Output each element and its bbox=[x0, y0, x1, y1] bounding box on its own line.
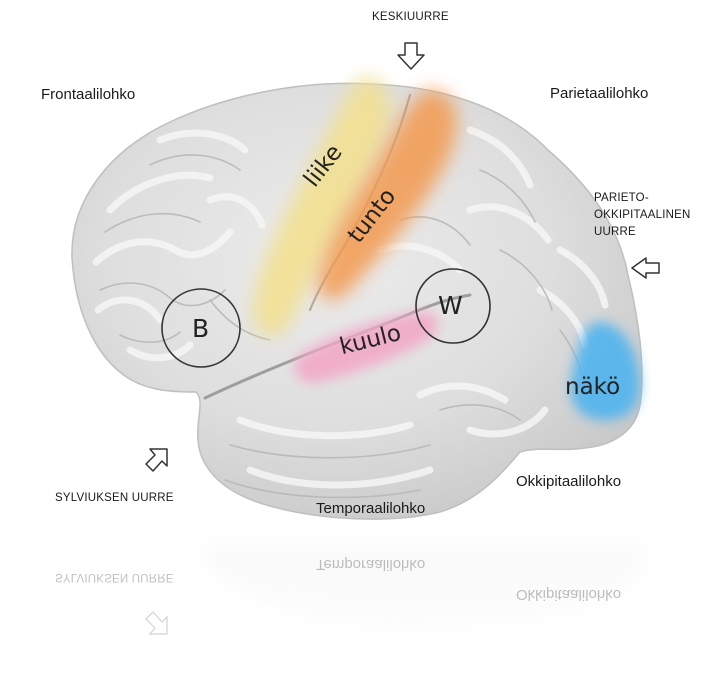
central-sulcus-label: KESKIUURRE bbox=[372, 11, 449, 23]
sylvian-fissure-label: SYLVIUKSEN UURRE bbox=[55, 492, 174, 504]
wernicke-area-label: W bbox=[438, 291, 463, 320]
arrow-left-icon bbox=[632, 258, 659, 278]
arrow-down-icon bbox=[398, 43, 424, 69]
arrow-up-right-icon bbox=[146, 449, 167, 471]
sylvian-fissure-label-reflection: SYLVIUKSEN UURRE bbox=[55, 571, 174, 583]
temporal-lobe-label: Temporaalilohko bbox=[316, 500, 425, 517]
occipital-lobe-label: Okkipitaalilohko bbox=[516, 473, 621, 490]
parieto-occipital-line-2: OKKIPITAALINEN bbox=[594, 207, 691, 224]
parieto-occipital-sulcus-label: PARIETO- OKKIPITAALINEN UURRE bbox=[594, 190, 691, 241]
temporal-lobe-label-reflection: Temporaalilohko bbox=[316, 556, 425, 573]
frontal-lobe-label: Frontaalilohko bbox=[41, 86, 135, 103]
occipital-lobe-label-reflection: Okkipitaalilohko bbox=[516, 586, 621, 603]
parieto-occipital-line-3: UURRE bbox=[594, 224, 691, 241]
vision-region-label: näkö bbox=[565, 374, 620, 400]
broca-area-label: B bbox=[192, 314, 209, 343]
parietal-lobe-label: Parietaalilohko bbox=[550, 85, 648, 102]
parieto-occipital-line-1: PARIETO- bbox=[594, 190, 691, 207]
